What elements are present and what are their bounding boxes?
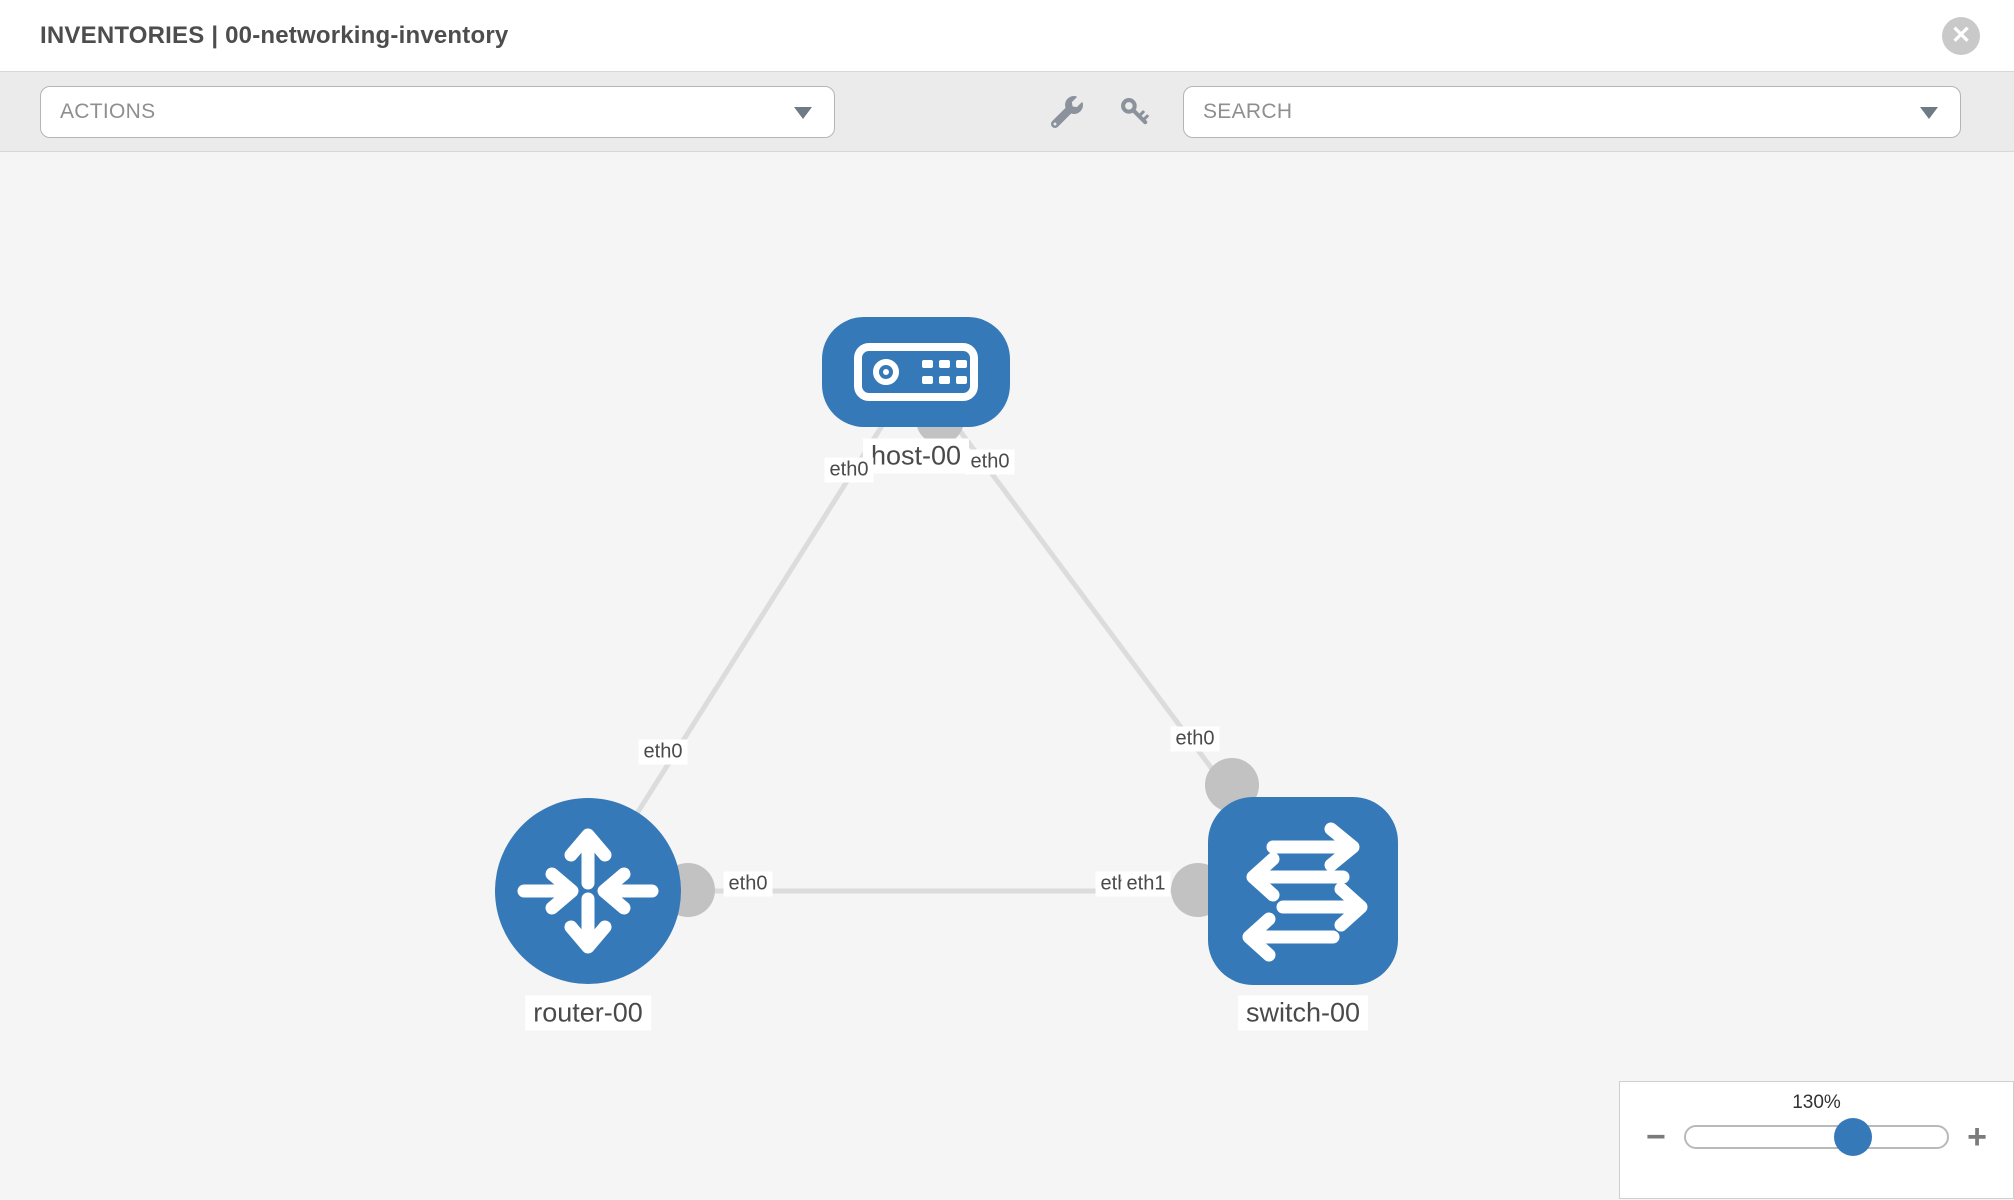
close-button[interactable]: ✕ — [1942, 16, 1980, 55]
node-label-switch: switch-00 — [1237, 995, 1369, 1031]
search-dropdown[interactable]: SEARCH — [1183, 86, 1961, 138]
router-icon — [517, 828, 659, 954]
header-bar: INVENTORIES | 00-networking-inventory ✕ — [0, 0, 2014, 72]
search-placeholder: SEARCH — [1203, 100, 1293, 123]
interface-label: eth1 — [1121, 871, 1171, 897]
interface-label: eth0 — [824, 457, 874, 483]
node-label-router: router-00 — [525, 995, 651, 1031]
key-icon — [1121, 97, 1149, 124]
zoom-slider-track[interactable] — [1683, 1118, 1950, 1156]
toolbar: ACTIONS SEARCH — [0, 72, 2014, 152]
close-icon: ✕ — [1950, 21, 1972, 49]
node-router-00[interactable] — [495, 798, 681, 984]
chevron-down-icon — [1920, 106, 1938, 119]
host-icon — [854, 343, 978, 401]
zoom-in-button[interactable]: + — [1967, 1118, 1987, 1156]
interface-label: eth0 — [1170, 726, 1220, 752]
interface-label: eth0 — [723, 871, 773, 897]
node-host-00[interactable] — [822, 317, 1010, 427]
actions-dropdown-label: ACTIONS — [60, 100, 156, 123]
zoom-level-value: 130% — [1792, 1092, 1841, 1113]
node-switch-00[interactable] — [1208, 797, 1398, 985]
interface-label: eth0 — [965, 449, 1015, 475]
zoom-control-panel: 130% − + — [1619, 1081, 2014, 1199]
zoom-slider-thumb[interactable] — [1834, 1118, 1873, 1156]
topology-canvas[interactable]: host-00 router-00 switch-00 eth0 eth0 eth0… — [0, 152, 2014, 1199]
wrench-icon — [1051, 95, 1083, 128]
page-title: INVENTORIES | 00-networking-inventory — [40, 21, 509, 49]
actions-dropdown[interactable]: ACTIONS — [40, 86, 835, 138]
node-label-host: host-00 — [862, 438, 970, 474]
interface-label: eth0 — [638, 739, 688, 765]
switch-icon — [1242, 822, 1368, 962]
zoom-out-button[interactable]: − — [1646, 1118, 1666, 1156]
credentials-button[interactable] — [1116, 93, 1154, 131]
configure-button[interactable] — [1048, 93, 1086, 131]
chevron-down-icon — [794, 106, 812, 119]
